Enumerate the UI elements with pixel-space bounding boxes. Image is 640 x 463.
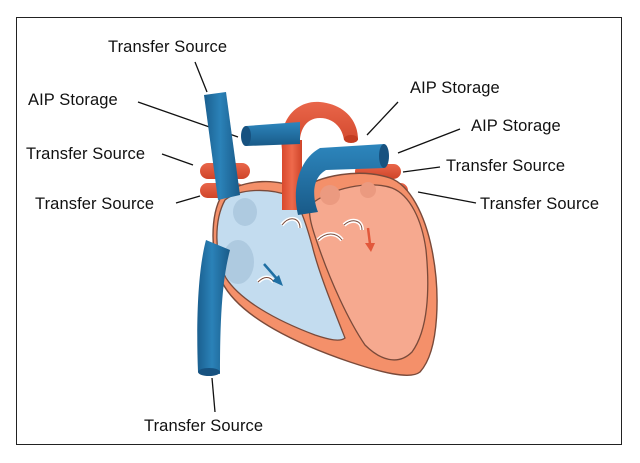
pointer-line-right-upper	[397, 128, 461, 154]
left-chamber	[308, 184, 429, 361]
pointer-line-top	[194, 61, 208, 93]
label-left-lower: Transfer Source	[35, 195, 155, 213]
label-bottom: Transfer Source	[144, 417, 264, 435]
label-right-upper: AIP Storage	[471, 117, 561, 135]
superior-vena-cava	[204, 92, 240, 200]
pointer-line-right-lower	[417, 191, 477, 204]
label-right-lower: Transfer Source	[480, 195, 600, 213]
flow-arrow-red	[365, 227, 375, 252]
aorta	[281, 101, 358, 150]
pointer-line-right-mid	[402, 166, 441, 173]
label-right-mid: Transfer Source	[446, 157, 566, 175]
label-left-mid: Transfer Source	[26, 145, 146, 163]
inferior-vena-cava	[197, 240, 230, 374]
pointer-line-left-lower	[175, 195, 201, 204]
pointer-line-left-mid	[161, 153, 194, 166]
label-top: Transfer Source	[108, 38, 228, 56]
label-right-top: AIP Storage	[410, 79, 500, 97]
flow-arrow-blue	[263, 263, 283, 286]
pulmonary-artery-left-branch	[246, 122, 300, 146]
pointer-line-right-top	[366, 101, 399, 136]
pulmonary-artery	[295, 144, 384, 215]
label-left-upper: AIP Storage	[28, 91, 118, 109]
pointer-line-bottom	[211, 377, 216, 413]
